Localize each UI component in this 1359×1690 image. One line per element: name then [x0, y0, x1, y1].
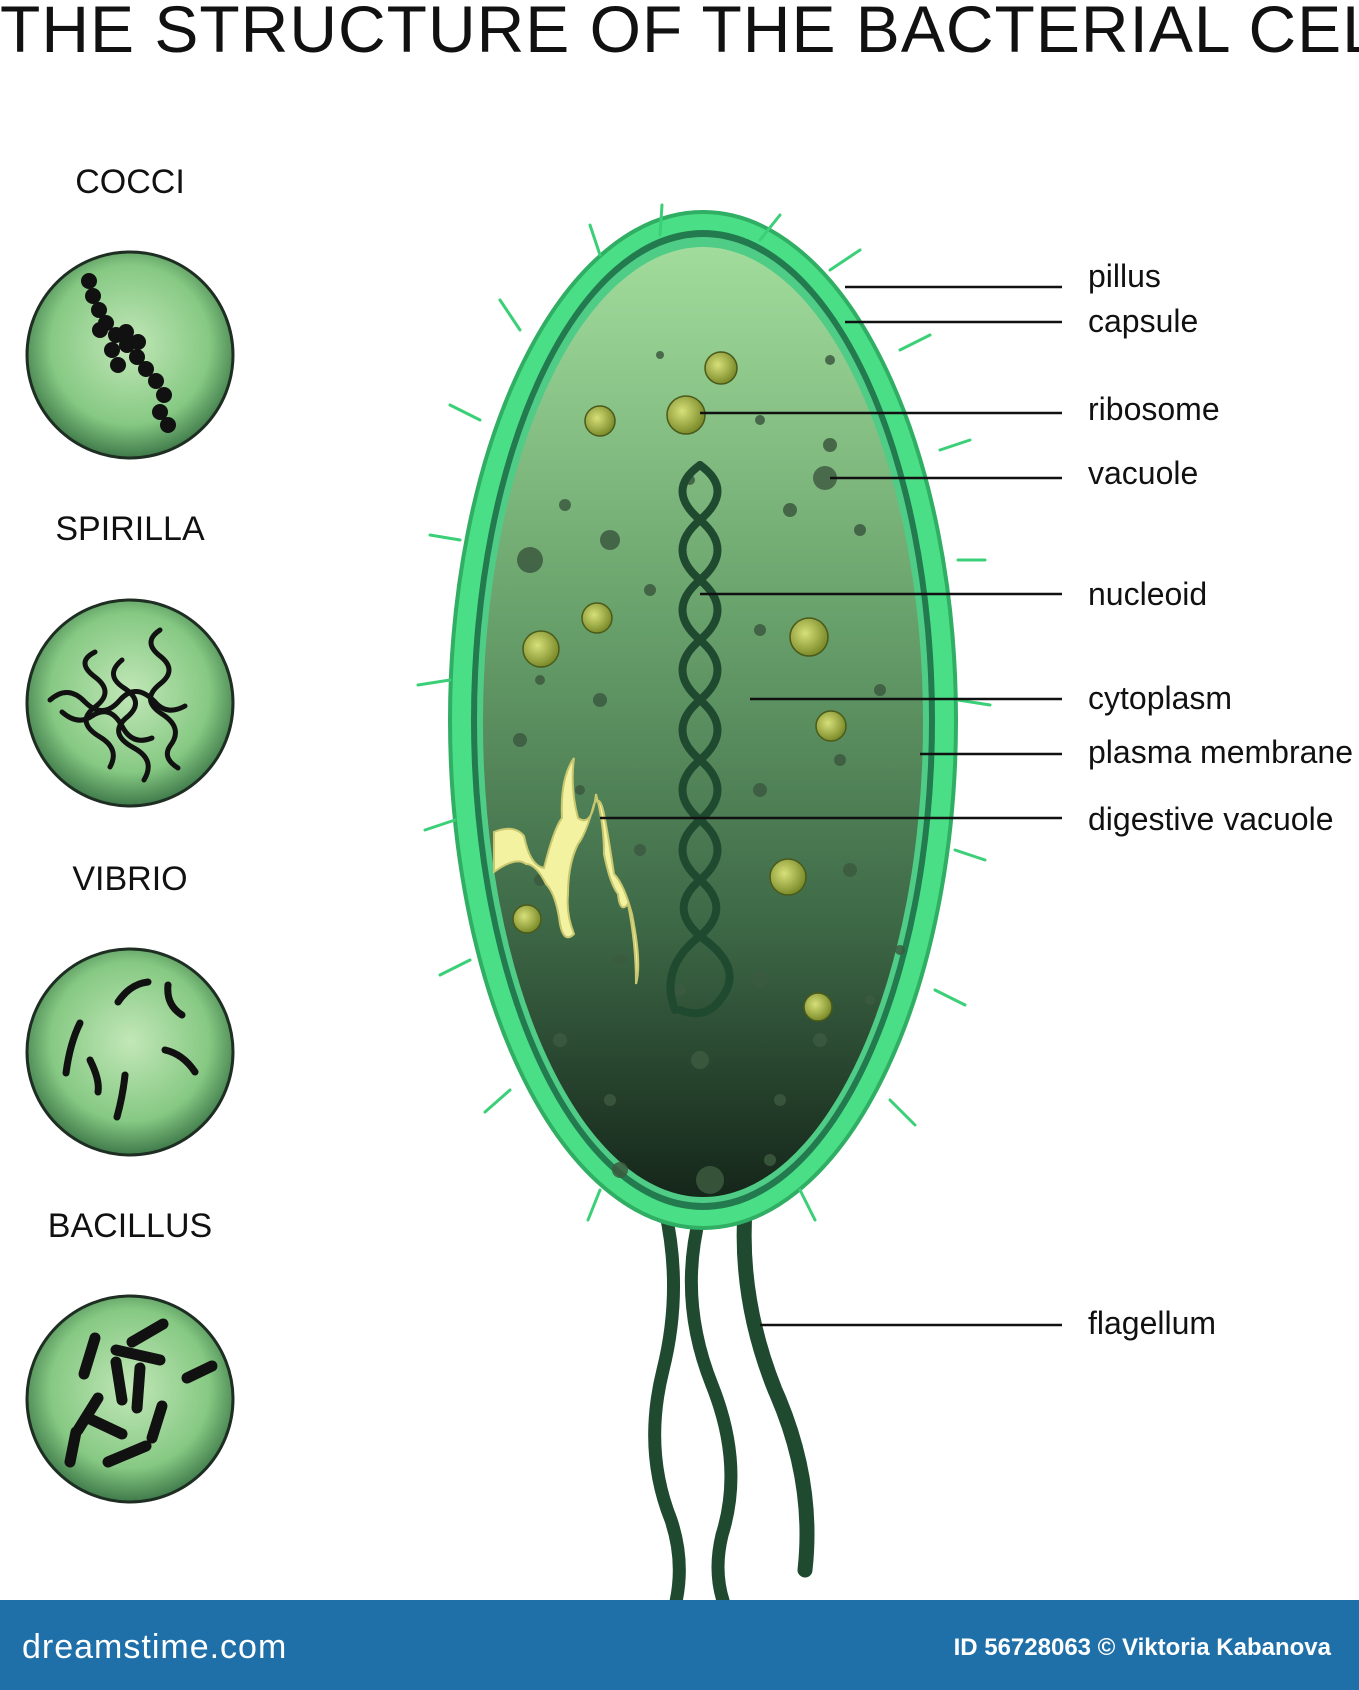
- footer-credit: ID 56728063 © Viktoria Kabanova: [953, 1634, 1331, 1661]
- bacillus-icon: [25, 1294, 235, 1504]
- bacillus-label: BACILLUS: [47, 1207, 213, 1245]
- spirilla-label: SPIRILLA: [55, 510, 205, 548]
- cocci-label: COCCI: [75, 163, 185, 201]
- label-plasma-membrane: plasma membrane: [1088, 734, 1353, 770]
- label-vacuole: vacuole: [1088, 455, 1199, 491]
- leader-lines: [600, 285, 1062, 1327]
- vibrio-icon: [25, 947, 235, 1157]
- diagram-canvas: [25, 203, 1062, 1600]
- footer-bar: dreamstime.com ID 56728063 © Viktoria Ka…: [0, 1600, 1359, 1690]
- nucleoid: [666, 461, 734, 1018]
- label-capsule: capsule: [1088, 303, 1199, 339]
- vacuole: [813, 466, 837, 490]
- label-ribosome: ribosome: [1088, 391, 1220, 427]
- footer-logo[interactable]: dreamstime.com: [22, 1628, 288, 1666]
- spirilla-icon: [25, 598, 235, 808]
- label-nucleoid: nucleoid: [1088, 576, 1208, 612]
- label-pillus: pillus: [1088, 258, 1161, 294]
- label-flagellum: flagellum: [1088, 1305, 1217, 1341]
- flagella: [648, 1202, 815, 1600]
- label-cytoplasm: cytoplasm: [1088, 680, 1233, 716]
- page-title: THE STRUCTURE OF THE BACTERIAL CELL: [0, 0, 1359, 66]
- vibrio-label: VIBRIO: [72, 860, 188, 898]
- ribosomes: [512, 351, 847, 1022]
- digestive-vacuole: [493, 757, 640, 985]
- cytoplasm: [483, 247, 923, 1197]
- granules: [513, 351, 905, 1194]
- cocci-icon: [25, 250, 235, 460]
- label-digestive-vacuole: digestive vacuole: [1088, 801, 1334, 837]
